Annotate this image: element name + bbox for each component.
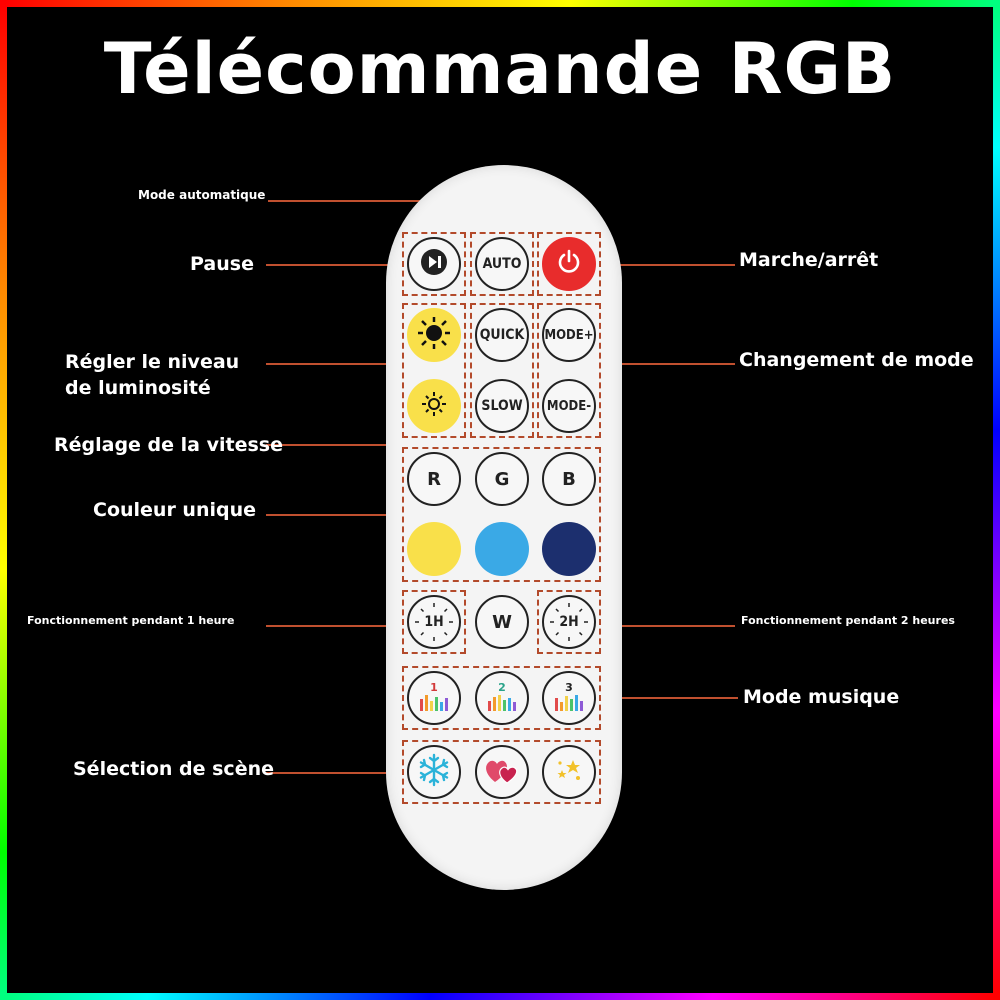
label-deux-heures: Fonctionnement pendant 2 heures [741, 614, 955, 627]
mode-plus-button[interactable]: MODE+ [542, 308, 596, 362]
green-button[interactable]: G [475, 452, 529, 506]
label-couleur-unique: Couleur unique [93, 499, 257, 521]
music-2-button[interactable]: 2 [475, 671, 529, 725]
brightness-up-button[interactable] [407, 308, 461, 362]
slow-button-label: SLOW [481, 398, 523, 414]
timer-icon [544, 597, 594, 651]
music-bars-icon [553, 693, 585, 715]
quick-button-label: QUICK [479, 327, 525, 343]
yellow-color-button[interactable] [407, 522, 461, 576]
auto-button-label: AUTO [482, 256, 522, 272]
label-luminosite: Régler le niveau de luminosité [65, 351, 240, 399]
music-3-button[interactable]: 3 [542, 671, 596, 725]
slow-button[interactable]: SLOW [475, 379, 529, 433]
power-icon [555, 248, 583, 280]
label-selection-scene: Sélection de scène [73, 758, 274, 780]
red-button[interactable]: R [407, 452, 461, 506]
timer-icon [409, 597, 459, 651]
mode-minus-button[interactable]: MODE- [542, 379, 596, 433]
scene-love-button[interactable] [475, 745, 529, 799]
play-pause-icon [419, 247, 449, 281]
label-une-heure: Fonctionnement pendant 1 heure [27, 614, 235, 627]
music-1-label: 1 [430, 680, 438, 694]
navy-color-button[interactable] [542, 522, 596, 576]
white-button-label: W [492, 611, 512, 633]
brightness-up-icon [414, 313, 454, 357]
scene-snow-button[interactable] [407, 745, 461, 799]
music-3-label: 3 [565, 680, 573, 694]
sky-blue-color-button[interactable] [475, 522, 529, 576]
label-vitesse: Réglage de la vitesse [54, 434, 283, 456]
pause-button[interactable] [407, 237, 461, 291]
stars-icon [551, 752, 587, 792]
scene-stars-button[interactable] [542, 745, 596, 799]
brightness-down-button[interactable] [407, 379, 461, 433]
brightness-down-icon [417, 387, 451, 425]
timer-2h-button[interactable]: 2H [542, 595, 596, 649]
blue-button[interactable]: B [542, 452, 596, 506]
label-pause: Pause [190, 253, 254, 275]
quick-button[interactable]: QUICK [475, 308, 529, 362]
red-button-label: R [427, 468, 441, 490]
hearts-icon [483, 754, 521, 790]
label-changement-mode: Changement de mode [739, 349, 974, 371]
music-bars-icon [418, 693, 450, 715]
label-mode-musique: Mode musique [743, 686, 900, 708]
page-title: Télécommande RGB [103, 28, 897, 110]
mode-minus-label: MODE- [546, 398, 592, 414]
snowflake-icon [416, 752, 452, 792]
auto-button[interactable]: AUTO [475, 237, 529, 291]
timer-1h-button[interactable]: 1H [407, 595, 461, 649]
timer-1h-label: 1H [424, 614, 444, 630]
power-button[interactable] [542, 237, 596, 291]
blue-button-label: B [562, 468, 576, 490]
music-1-button[interactable]: 1 [407, 671, 461, 725]
green-button-label: G [494, 468, 510, 490]
white-button[interactable]: W [475, 595, 529, 649]
label-mode-automatique: Mode automatique [138, 188, 266, 202]
label-marche-arret: Marche/arrêt [739, 249, 879, 271]
mode-plus-label: MODE+ [544, 327, 594, 343]
music-bars-icon [486, 693, 518, 715]
music-2-label: 2 [498, 680, 506, 694]
timer-2h-label: 2H [559, 614, 579, 630]
